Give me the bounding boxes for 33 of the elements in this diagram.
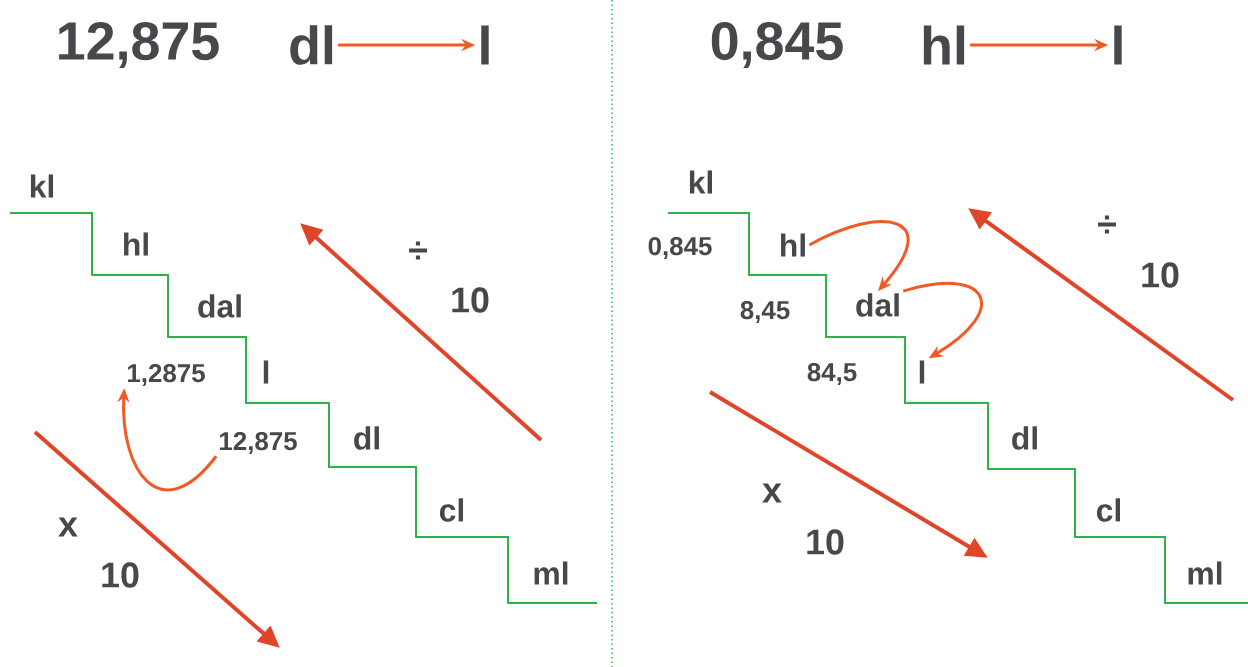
unit-label: cl	[439, 498, 464, 522]
unit-label: dl	[1012, 426, 1037, 450]
unit-label: ml	[534, 561, 568, 585]
value-text: 8,45	[740, 300, 790, 324]
heading-text: 0,845	[711, 22, 843, 68]
operation-text: x	[762, 483, 782, 503]
unit-label: dal	[198, 294, 241, 318]
operation-text: 10	[807, 529, 844, 555]
heading-text: dl	[290, 25, 333, 65]
operation-text: 10	[1142, 262, 1179, 288]
unit-label: kl	[30, 174, 54, 198]
heading-text: hl	[923, 25, 965, 65]
unit-label: kl	[689, 170, 713, 194]
unit-label: ml	[1188, 561, 1222, 585]
operation-text: ÷	[1098, 215, 1116, 234]
unit-label: hl	[781, 233, 805, 257]
value-text: 12,875	[220, 431, 297, 455]
heading-text: l	[1114, 25, 1122, 65]
heading-text: 12,875	[59, 22, 219, 68]
operation-text: 10	[102, 562, 139, 588]
unit-label: l	[919, 360, 925, 384]
heading-text: l	[481, 25, 489, 65]
value-text: 1,2875	[128, 363, 205, 387]
operation-text: x	[58, 517, 78, 537]
value-text: 84,5	[807, 362, 857, 386]
operation-text: ÷	[409, 241, 427, 260]
unit-label: cl	[1096, 498, 1121, 522]
value-text: 0,845	[648, 236, 712, 260]
operation-text: 10	[452, 287, 489, 313]
unit-label: hl	[124, 232, 148, 256]
unit-label: l	[263, 360, 269, 384]
unit-label: dal	[856, 293, 899, 317]
unit-label: dl	[354, 426, 379, 450]
